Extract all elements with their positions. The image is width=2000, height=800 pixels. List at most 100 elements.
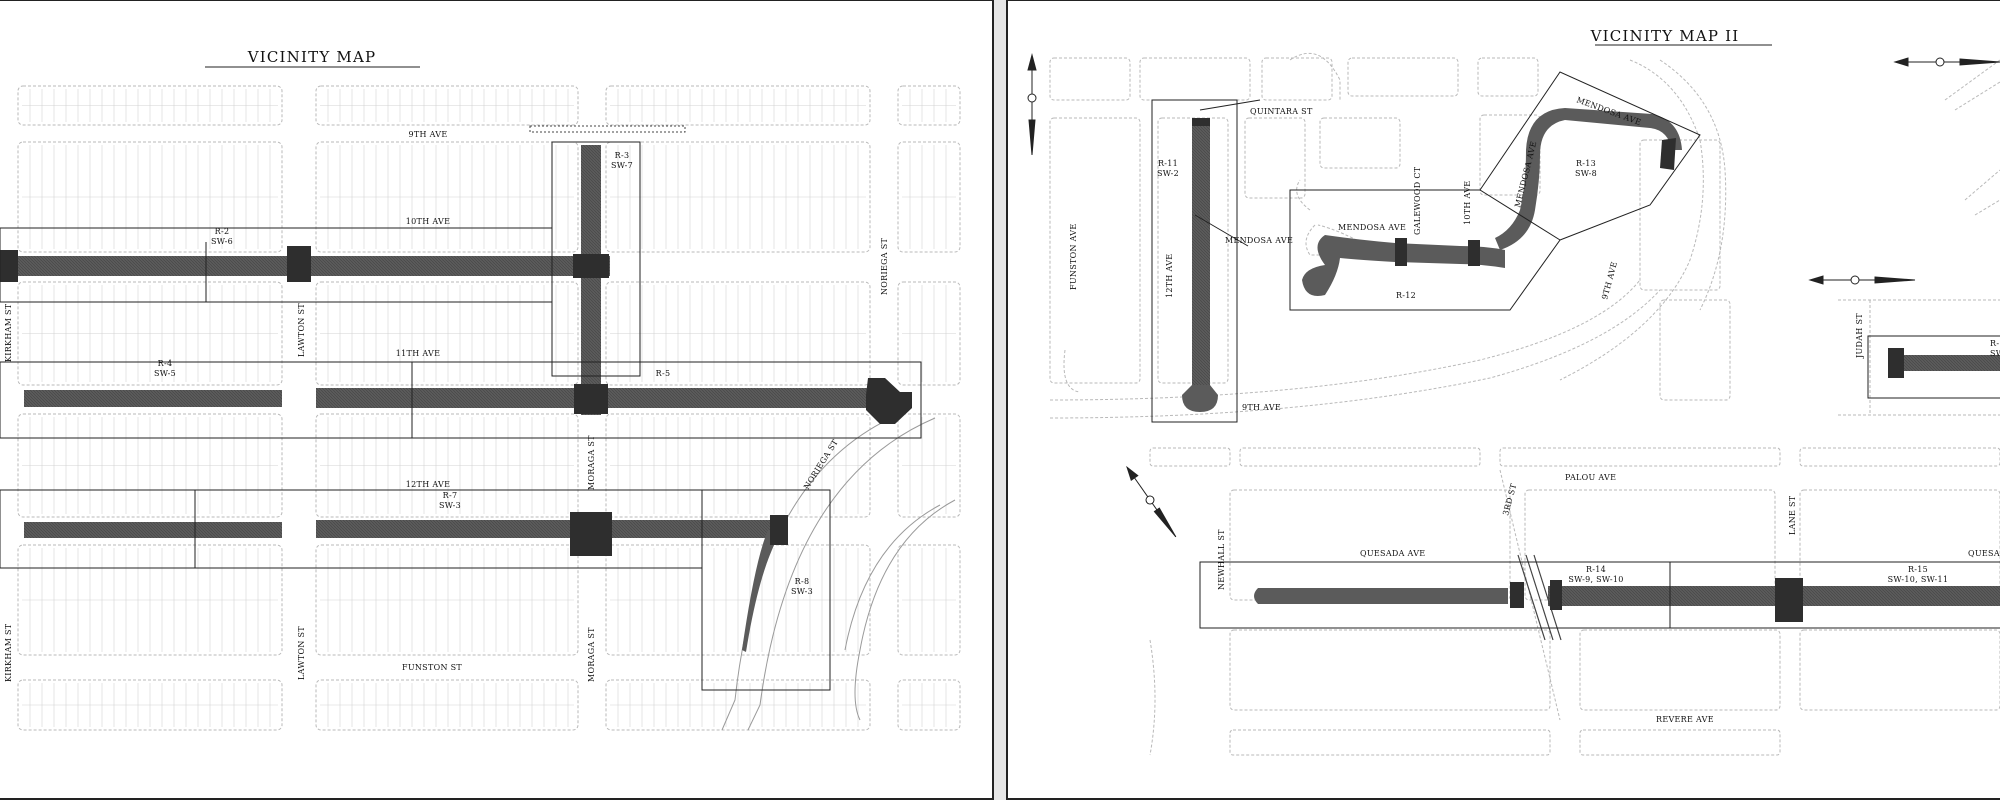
project-r5: R-5 <box>656 369 671 378</box>
intersection-judah <box>1888 348 1904 378</box>
label-quesada-partial: QUESADA <box>1968 549 2000 558</box>
intersection-quesada-mid <box>1550 580 1562 610</box>
label-lawton-st-1: LAWTON ST <box>297 303 306 357</box>
city-block <box>17 141 283 253</box>
label-10th-ave: 10TH AVE <box>1463 181 1472 225</box>
street-quesada-ave-west <box>1254 588 1508 604</box>
street-mendosa-ave-r12 <box>1302 235 1505 296</box>
boundary-r4 <box>0 361 922 439</box>
city-block <box>897 141 961 253</box>
north-arrow-icon <box>1893 57 2000 67</box>
boundary-r3 <box>551 141 641 377</box>
north-arrow-icon <box>1027 53 1037 156</box>
street-noriega-segment <box>742 530 782 652</box>
city-block <box>605 544 871 656</box>
intersection-10th-lawton <box>287 246 311 282</box>
label-9th-ave-2: 9TH AVE <box>1242 403 1281 412</box>
city-block <box>315 141 579 253</box>
intersection-10th-moraga <box>573 254 609 278</box>
intersection-mendosa-10th <box>1468 240 1480 266</box>
sheet-vicinity-map-ii: VICINITY MAP II <box>1006 0 2000 800</box>
partial-map-upper-right <box>1838 59 2000 416</box>
street-moraga <box>581 145 601 415</box>
intersection-12th-noriega <box>770 515 788 545</box>
city-block <box>17 544 283 656</box>
city-block <box>897 281 961 386</box>
label-11th-ave: 11TH AVE <box>396 349 440 358</box>
intersection-quesada-3rd <box>1510 582 1524 608</box>
label-moraga-st-2: MORAGA ST <box>587 627 596 682</box>
intersection-r13-end <box>1660 138 1676 170</box>
city-block <box>605 413 871 518</box>
boundary-r11 <box>1151 99 1238 423</box>
city-block <box>17 281 283 386</box>
sheet-frame <box>1006 0 2000 800</box>
label-10th-ave: 10TH AVE <box>406 217 450 226</box>
city-block <box>315 85 579 126</box>
city-block <box>605 85 871 126</box>
label-mendosa-ave-1: MENDOSA AVE <box>1225 236 1293 245</box>
label-mendosa-ave-2: MENDOSA AVE <box>1338 223 1406 232</box>
label-lane-st: LANE ST <box>1788 495 1797 535</box>
street-mendosa-ave-r13 <box>1495 108 1682 250</box>
label-moraga-st-1: MORAGA ST <box>587 435 596 490</box>
project-boundaries <box>0 141 922 691</box>
city-block <box>605 679 871 731</box>
label-12th-ave: 12TH AVE <box>406 480 450 489</box>
mendosa-leader <box>1194 214 1249 247</box>
improvement-streets <box>0 125 912 652</box>
city-block <box>17 85 283 126</box>
city-block <box>897 85 961 126</box>
city-block <box>897 544 961 656</box>
city-block <box>17 679 283 731</box>
lot-lines <box>22 89 956 727</box>
intersection-quesada-lane <box>1775 578 1803 622</box>
city-block <box>315 679 579 731</box>
city-block <box>315 281 579 386</box>
city-block <box>315 544 579 656</box>
quintara-leader <box>1199 99 1261 111</box>
label-lawton-st-2: LAWTON ST <box>297 626 306 680</box>
street-12th-ave-east <box>316 520 781 538</box>
label-kirkham-st-1: KIRKHAM ST <box>4 303 13 362</box>
city-block <box>605 281 871 386</box>
street-judah-segment <box>1890 355 2000 371</box>
label-newhall-st: NEWHALL ST <box>1217 529 1226 590</box>
north-arrow-icon <box>1808 275 1916 285</box>
boundary-r12 <box>1289 189 1561 311</box>
intersection-noriega <box>866 378 912 424</box>
intersection-mendosa-galewood <box>1395 238 1407 266</box>
boundary-r-partial <box>1867 335 2000 399</box>
label-funston-st: FUNSTON ST <box>402 663 462 672</box>
boundary-r13 <box>1479 71 1701 241</box>
project-boundaries-upper <box>1151 71 2000 423</box>
street-12th-ave-end <box>1182 385 1218 412</box>
label-funston-ave: FUNSTON AVE <box>1069 223 1078 290</box>
railway-crossing <box>529 125 686 133</box>
improvement-streets-upper <box>1182 108 2000 412</box>
city-block <box>17 413 283 518</box>
label-quesada-ave: QUESADA AVE <box>1360 549 1425 558</box>
sheet-title: VICINITY MAP <box>247 48 377 66</box>
street-12th-ave-top <box>1192 118 1210 126</box>
label-galewood-ct: GALEWOOD CT <box>1413 166 1422 235</box>
sheet-vicinity-map: VICINITY MAP <box>0 0 994 800</box>
intersection-west-edge <box>0 250 18 282</box>
rail-crossing-3rd <box>1517 554 1562 641</box>
intersection-12th-moraga <box>570 512 612 556</box>
boundary-r15 <box>1669 561 2000 629</box>
label-noriega-st-1: NORIEGA ST <box>880 238 889 295</box>
north-arrows <box>1027 53 2000 538</box>
label-palou-ave: PALOU AVE <box>1565 473 1616 482</box>
city-block <box>897 679 961 731</box>
city-block <box>315 413 579 518</box>
